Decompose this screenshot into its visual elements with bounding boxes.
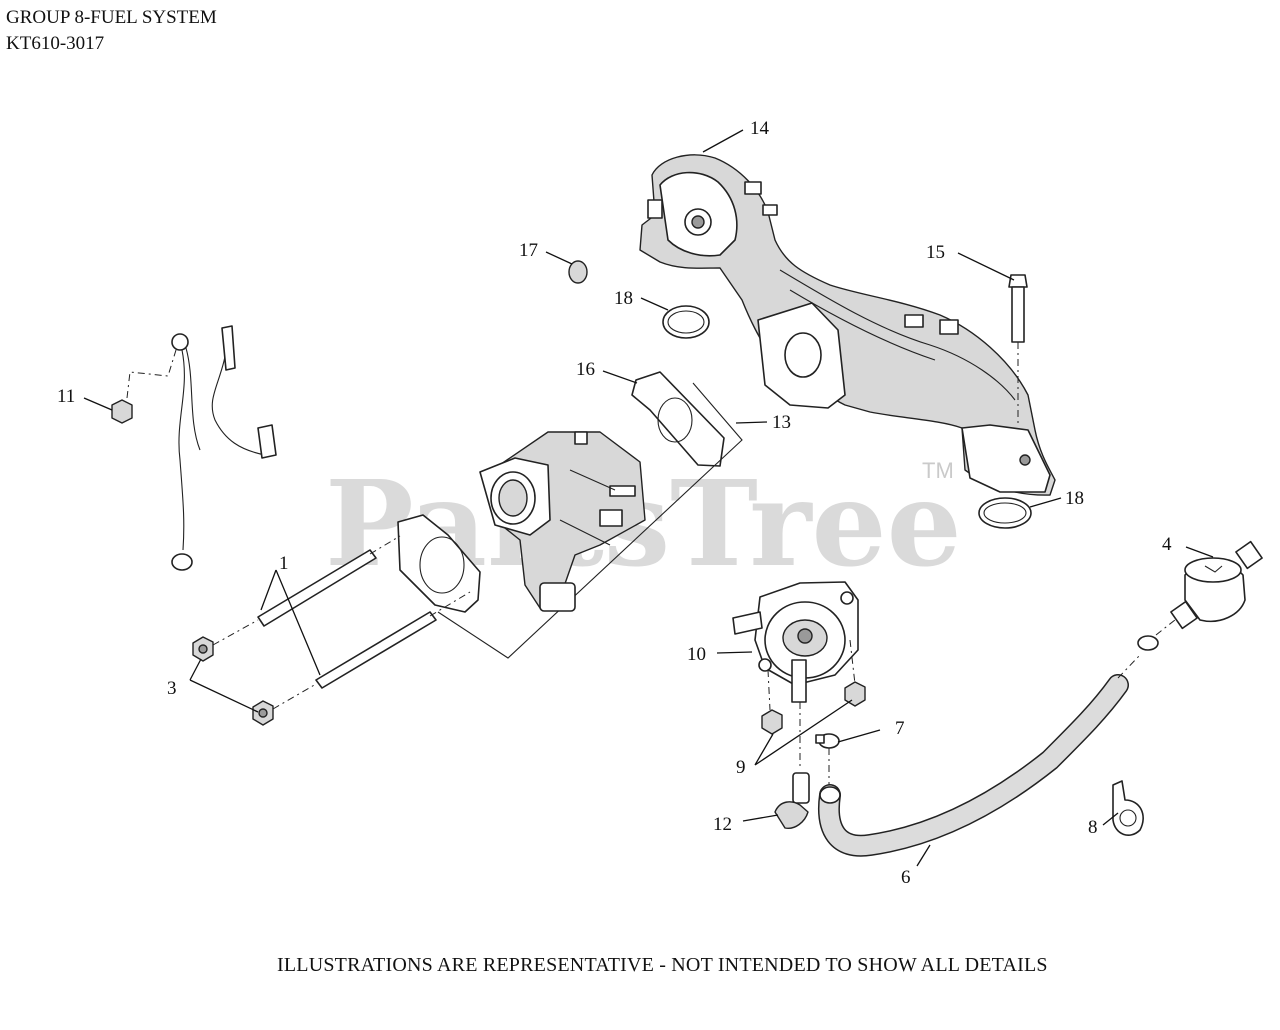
- leader-lines: [83, 129, 1214, 867]
- manifold-gasket: [631, 371, 725, 467]
- callout-13: 13: [772, 412, 791, 433]
- callout-1: 1: [279, 553, 289, 574]
- callout-7: 7: [895, 718, 905, 739]
- group-title: GROUP 8-FUEL SYSTEM: [6, 7, 217, 28]
- filter-clamp: [1117, 611, 1186, 679]
- p-clip: [1112, 780, 1144, 836]
- carburetor-gasket: [397, 514, 481, 613]
- callout-4: 4: [1162, 534, 1172, 555]
- callout-17: 17: [519, 240, 538, 261]
- carburetor-kit-outline: [437, 382, 743, 659]
- nuts: [192, 619, 317, 726]
- fuel-pump: [732, 581, 859, 703]
- manifold-bolt: [1008, 274, 1028, 425]
- callout-14: 14: [750, 118, 770, 139]
- callout-18-upper: 18: [614, 288, 633, 309]
- callout-12: 12: [713, 814, 732, 835]
- footer-disclaimer: ILLUSTRATIONS ARE REPRESENTATIVE - NOT I…: [277, 954, 1048, 976]
- callout-16: 16: [576, 359, 595, 380]
- callout-8: 8: [1088, 817, 1098, 838]
- studs: [257, 535, 471, 689]
- callouts: 1 3 4 6 7 8 9 10 11 12 13 14 15 16 17 18…: [57, 118, 1172, 888]
- callout-11: 11: [57, 386, 75, 407]
- spacer: [568, 260, 588, 284]
- callout-6: 6: [901, 867, 911, 888]
- model-code: KT610-3017: [6, 33, 105, 54]
- callout-3: 3: [167, 678, 177, 699]
- pump-bolts: [761, 639, 866, 770]
- fuel-filter: [1170, 540, 1263, 630]
- elbow-fitting: [774, 772, 810, 829]
- ground-harness: [111, 325, 277, 571]
- fuel-hose: [818, 674, 1129, 857]
- hose-clamp: [815, 733, 840, 790]
- watermark-tm: TM: [922, 458, 954, 483]
- callout-15: 15: [926, 242, 945, 263]
- callout-9: 9: [736, 757, 746, 778]
- callout-10: 10: [687, 644, 706, 665]
- intake-manifold: [639, 154, 1056, 496]
- carburetor: [479, 431, 646, 612]
- callout-18-lower: 18: [1065, 488, 1084, 509]
